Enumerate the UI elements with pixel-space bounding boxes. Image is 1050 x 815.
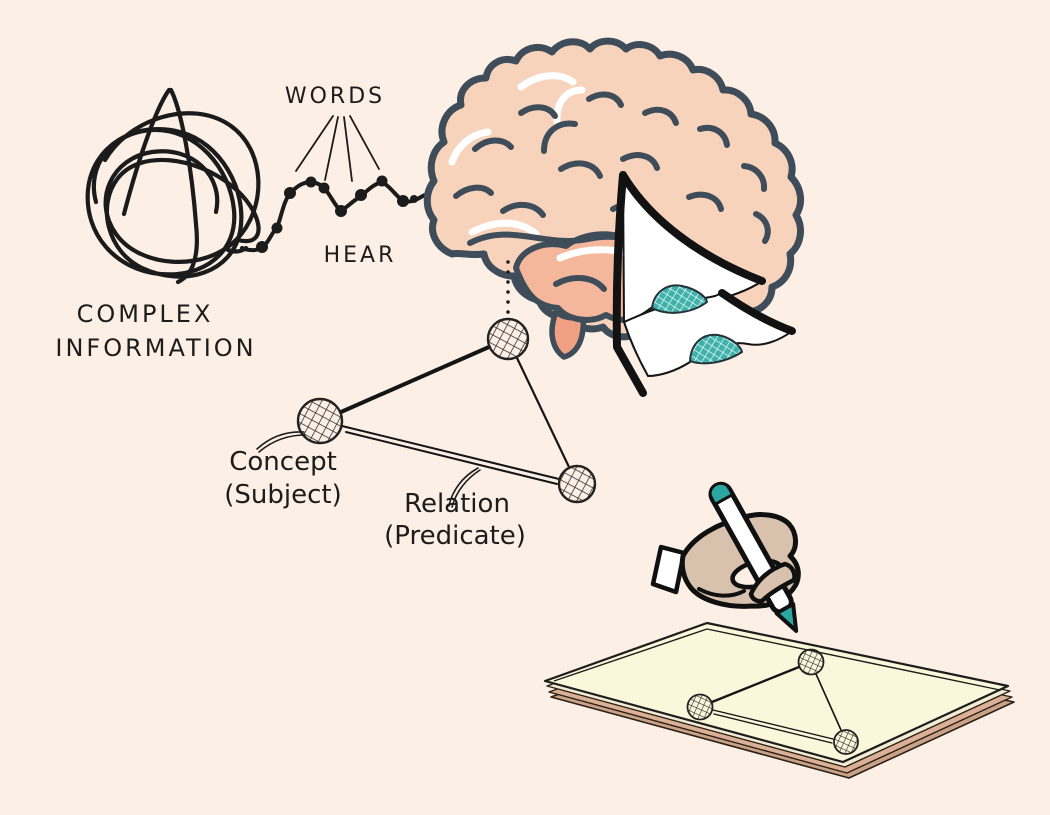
concept-label-line1: Concept <box>229 447 337 477</box>
word-beads-string <box>240 175 445 253</box>
edge-top-left <box>339 345 491 414</box>
mini-node-left <box>686 693 714 721</box>
edge-top-right <box>515 356 571 469</box>
relation-label-line1: Relation <box>404 489 510 519</box>
words-label: WORDS <box>285 84 385 109</box>
pen-cap-top <box>708 481 735 506</box>
word-beads <box>256 175 418 253</box>
relation-leader-line <box>448 467 481 508</box>
words-fan-lines <box>295 115 380 182</box>
concept-leader-line <box>256 431 306 453</box>
concept-graph: Concept (Subject) Relation (Predicate) <box>224 317 597 551</box>
paper-stack <box>543 621 1015 779</box>
relation-label-line2: (Predicate) <box>384 521 526 551</box>
brain-highlights <box>448 72 642 262</box>
paper-sheet <box>543 621 1010 764</box>
paper-flags-icon <box>612 171 796 397</box>
paper-sheet-inner-edge <box>553 628 1001 691</box>
graph-node-right <box>557 464 597 504</box>
index-finger-over-pen <box>748 561 797 604</box>
mini-node-top <box>797 648 825 676</box>
edge-bottom-1 <box>341 425 560 480</box>
hand-with-pen <box>650 481 801 633</box>
flag-teal-mark-top <box>651 284 708 314</box>
flag-teal-mark-bottom <box>689 333 743 365</box>
hear-label: HEAR <box>324 243 397 268</box>
sleeve-cuff <box>650 544 687 595</box>
paper-mini-graph <box>686 648 859 755</box>
graph-node-left <box>296 397 344 445</box>
concept-label-line2: (Subject) <box>224 480 341 510</box>
mini-node-right <box>833 729 859 755</box>
edge-bottom-2 <box>345 431 558 485</box>
pen-nib <box>774 601 799 633</box>
graph-node-top <box>486 317 530 361</box>
complex-information-label-line2: INFORMATION <box>55 334 256 362</box>
tangled-scribble-icon <box>85 87 261 285</box>
complex-information-label-line1: COMPLEX <box>77 300 214 328</box>
thumb-crease <box>697 587 746 598</box>
